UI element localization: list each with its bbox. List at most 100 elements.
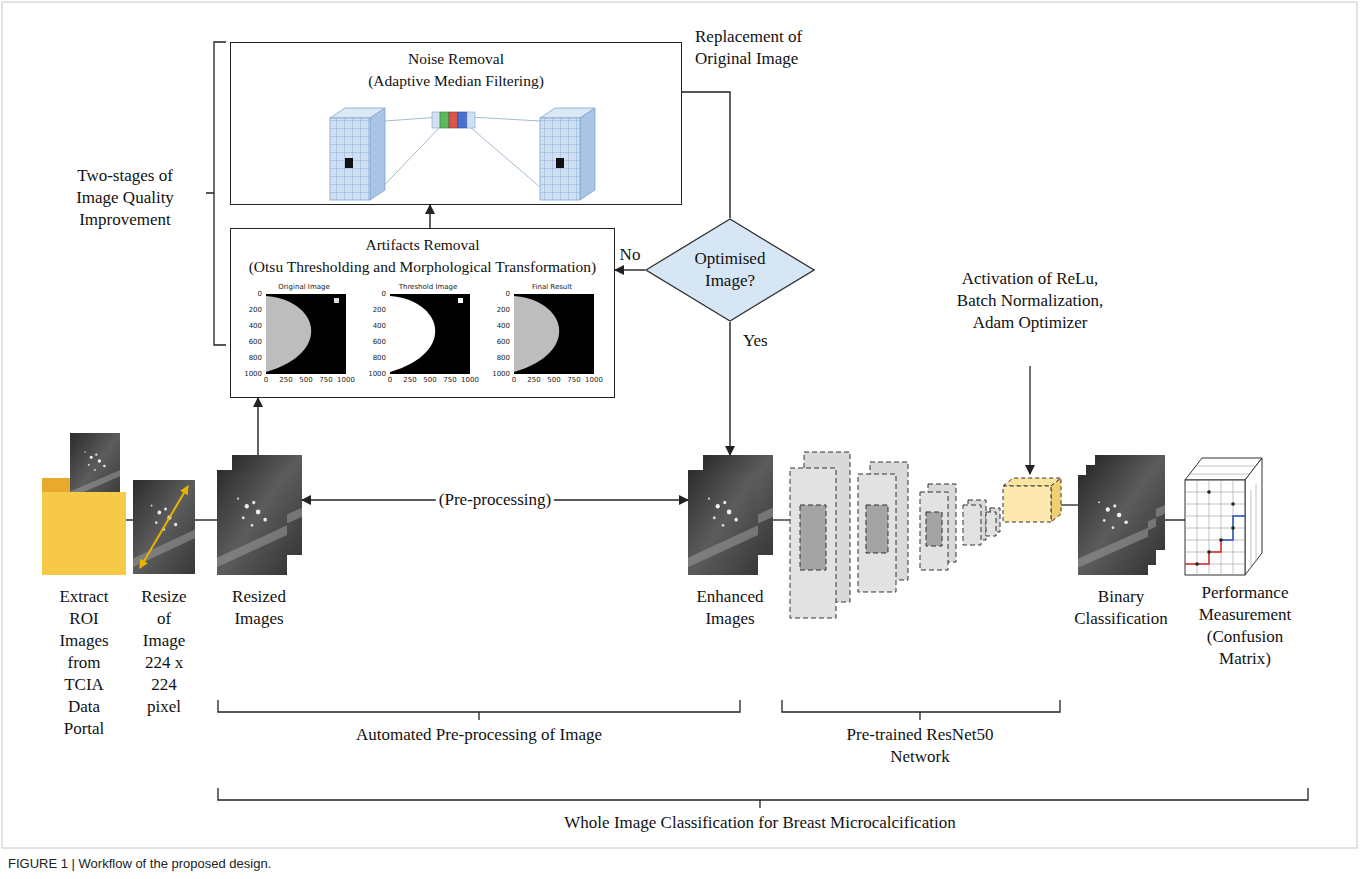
axis-tick: 750 <box>443 376 456 385</box>
axis-tick: 800 <box>356 354 386 363</box>
kernel-cell <box>458 112 467 128</box>
confusion-cube <box>1185 458 1262 575</box>
feature-map <box>920 492 948 570</box>
axis-tick: 1000 <box>480 370 510 379</box>
stage-label: Whole Image Classification for Breast Mi… <box>410 812 1110 834</box>
bracket-label: Two-stages of Image Quality Improvement <box>69 165 181 231</box>
threshold-shape <box>390 296 435 372</box>
bracket <box>218 788 1308 808</box>
diamond-outline <box>646 219 814 321</box>
axis-tick: 1000 <box>356 370 386 379</box>
block-front <box>540 118 580 200</box>
block-side <box>370 108 385 200</box>
edge-label: No <box>617 244 644 266</box>
metric-cube: Performance Measurement (Confusion Matri… <box>1185 458 1262 575</box>
axis-tick: 0 <box>356 290 386 299</box>
diamond-shape <box>645 218 815 322</box>
matrix-path <box>1185 540 1221 564</box>
artifact-mark <box>458 298 463 303</box>
axis-tick: 600 <box>356 338 386 347</box>
caption-holder: Performance Measurement (Confusion Matri… <box>1183 582 1307 670</box>
axis-tick: 400 <box>232 322 262 331</box>
image-step: Resize of Image 224 x 224 pixel <box>133 480 195 574</box>
axis-tick: 500 <box>423 376 436 385</box>
filtered-pixel <box>556 158 564 168</box>
axis-tick: 0 <box>388 376 392 385</box>
axis-tick: 0 <box>480 290 510 299</box>
image-stack <box>1078 475 1148 575</box>
feature-map <box>963 505 981 545</box>
node-title: Enhanced Images <box>685 586 775 630</box>
axis-tick: 600 <box>480 338 510 347</box>
connector <box>302 499 688 500</box>
roi-image <box>133 480 195 574</box>
breast-shape <box>266 296 311 372</box>
axis-tick: 0 <box>512 376 516 385</box>
connector <box>729 322 730 455</box>
axis-tick: 750 <box>319 376 332 385</box>
axis-tick: 600 <box>232 338 262 347</box>
cube-grid <box>1185 466 1256 575</box>
axis-tick: 500 <box>547 376 560 385</box>
node-subtitle: (Adaptive Median Filtering) <box>231 70 681 92</box>
flow-line <box>1061 504 1078 505</box>
stage-label: Pre-trained ResNet50 Network <box>820 724 1020 768</box>
filter-illustration <box>330 108 595 200</box>
axis-tick: 1000 <box>232 370 262 379</box>
dense-side <box>1051 478 1061 522</box>
block-front <box>330 118 370 200</box>
figure-frame <box>2 2 1357 848</box>
axis-tick: 250 <box>279 376 292 385</box>
node-title: Artifacts Removal <box>231 234 614 256</box>
axis-tick: 750 <box>567 376 580 385</box>
bracket <box>782 700 1060 720</box>
stage-label: Automated Pre-processing of Image <box>269 724 689 746</box>
connector <box>195 519 217 520</box>
node-title: Binary Classification <box>1066 586 1176 630</box>
plot-title: Threshold Image <box>399 283 458 292</box>
axis-tick: 250 <box>403 376 416 385</box>
kernel-cell <box>449 112 458 128</box>
bracket <box>218 700 740 720</box>
image-stack <box>688 470 758 575</box>
artifact-mark <box>334 298 339 303</box>
plot-title: Original Image <box>278 283 330 292</box>
matrix-dot <box>1207 490 1211 494</box>
node-title: Extract ROI Images from TCIA Data Portal <box>49 586 119 740</box>
image-step: Binary Classification <box>1078 455 1165 575</box>
flow-line <box>773 519 790 520</box>
block-side <box>580 108 595 200</box>
feature-map <box>790 468 836 618</box>
decision-diamond: Optimised Image? <box>645 218 815 322</box>
bracket <box>206 42 226 345</box>
feature-map <box>866 505 888 553</box>
axis-tick: 250 <box>527 376 540 385</box>
node-title: Resized Images <box>214 586 304 630</box>
folder-front <box>42 492 126 575</box>
feature-map <box>858 474 896 592</box>
plot-area <box>390 294 470 374</box>
caption-holder: Resize of Image 224 x 224 pixel <box>135 586 193 718</box>
axis-tick: 800 <box>480 354 510 363</box>
plot-area <box>266 294 346 374</box>
caption-holder: Extract ROI Images from TCIA Data Portal <box>49 586 119 740</box>
process-box: Artifacts Removal(Otsu Thresholding and … <box>230 228 615 398</box>
axis-tick: 200 <box>356 306 386 315</box>
dense-front <box>1003 486 1051 522</box>
image-step: Enhanced Images <box>688 455 773 575</box>
process-box: Noise Removal(Adaptive Median Filtering) <box>230 42 682 205</box>
folder-icon <box>42 433 126 575</box>
axis-tick: 400 <box>356 322 386 331</box>
kernel-cell <box>432 112 440 128</box>
connector <box>126 519 133 520</box>
axis-tick: 1000 <box>337 376 355 385</box>
kernel-cell <box>440 112 449 128</box>
axis-tick: 500 <box>299 376 312 385</box>
data-source: Extract ROI Images from TCIA Data Portal <box>42 433 126 575</box>
connector <box>429 205 430 228</box>
noise-pixel <box>345 158 353 168</box>
matrix-dot <box>1195 562 1199 566</box>
pointer-arrow <box>1029 366 1030 474</box>
